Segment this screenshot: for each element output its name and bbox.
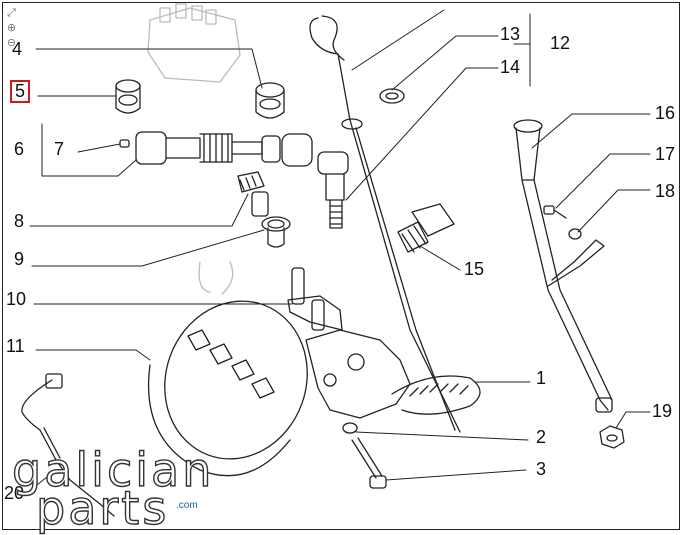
washer-part-13[interactable] bbox=[379, 88, 405, 104]
distributor-cap bbox=[147, 3, 241, 83]
callout-19[interactable]: 19 bbox=[652, 401, 673, 421]
union-fitting-part-15[interactable] bbox=[397, 203, 455, 253]
dipstick-part-12[interactable] bbox=[309, 15, 461, 433]
sensor-cable-part-20[interactable] bbox=[21, 373, 115, 517]
callout-9[interactable]: 9 bbox=[14, 249, 25, 269]
nut-part-19[interactable] bbox=[599, 425, 625, 449]
bracket-part-10[interactable] bbox=[287, 267, 343, 331]
gear-part-8[interactable] bbox=[237, 171, 269, 217]
callout-13[interactable]: 13 bbox=[500, 24, 521, 44]
bushing-part-5[interactable] bbox=[115, 79, 141, 114]
callout-5-selected[interactable]: 5 bbox=[10, 80, 31, 103]
leader-lines bbox=[27, 9, 651, 493]
plug-part-9[interactable] bbox=[261, 216, 291, 248]
callout-15[interactable]: 15 bbox=[464, 259, 485, 279]
zoom-out-icon[interactable]: ⊖ bbox=[6, 36, 17, 49]
oil-pump-part-1[interactable] bbox=[305, 329, 481, 419]
callout-6[interactable]: 6 bbox=[14, 139, 25, 159]
callout-10[interactable]: 10 bbox=[6, 289, 27, 309]
washer-part-2[interactable] bbox=[342, 422, 358, 434]
watermark-domain: .com bbox=[176, 500, 198, 511]
tube-part-16[interactable] bbox=[513, 119, 613, 413]
callout-4[interactable]: 4 bbox=[12, 39, 23, 59]
callout-1[interactable]: 1 bbox=[536, 368, 547, 388]
callout-11[interactable]: 11 bbox=[6, 336, 25, 356]
callout-16[interactable]: 16 bbox=[655, 103, 676, 123]
callout-2[interactable]: 2 bbox=[536, 427, 547, 447]
callout-12[interactable]: 12 bbox=[550, 33, 571, 53]
callout-8[interactable]: 8 bbox=[14, 211, 25, 231]
callout-3[interactable]: 3 bbox=[536, 459, 547, 479]
watermark-galician: galician bbox=[11, 443, 215, 497]
washer-part-18[interactable] bbox=[568, 228, 582, 240]
callout-14[interactable]: 14 bbox=[500, 57, 521, 77]
callout-18[interactable]: 18 bbox=[655, 181, 676, 201]
callout-20[interactable]: 20 bbox=[4, 483, 25, 503]
drive-shaft-part-6[interactable] bbox=[135, 131, 313, 167]
bolt-part-3[interactable] bbox=[351, 437, 387, 489]
callout-7[interactable]: 7 bbox=[54, 139, 65, 159]
bushing-part-4[interactable] bbox=[255, 82, 285, 119]
zoom-in-icon[interactable]: ⊕ bbox=[6, 21, 17, 34]
oil-filter-part-11[interactable] bbox=[143, 281, 329, 479]
zoom-toolbar: ⤢ ⊕ ⊖ bbox=[5, 6, 21, 51]
sensor-part-14[interactable] bbox=[317, 151, 349, 229]
hose-sketch bbox=[198, 261, 234, 295]
callout-17[interactable]: 17 bbox=[655, 144, 676, 164]
watermark-parts: parts bbox=[35, 481, 170, 535]
screw-part-17[interactable] bbox=[543, 205, 567, 219]
fit-view-icon[interactable]: ⤢ bbox=[7, 6, 16, 19]
pin-part-7[interactable] bbox=[119, 139, 130, 148]
